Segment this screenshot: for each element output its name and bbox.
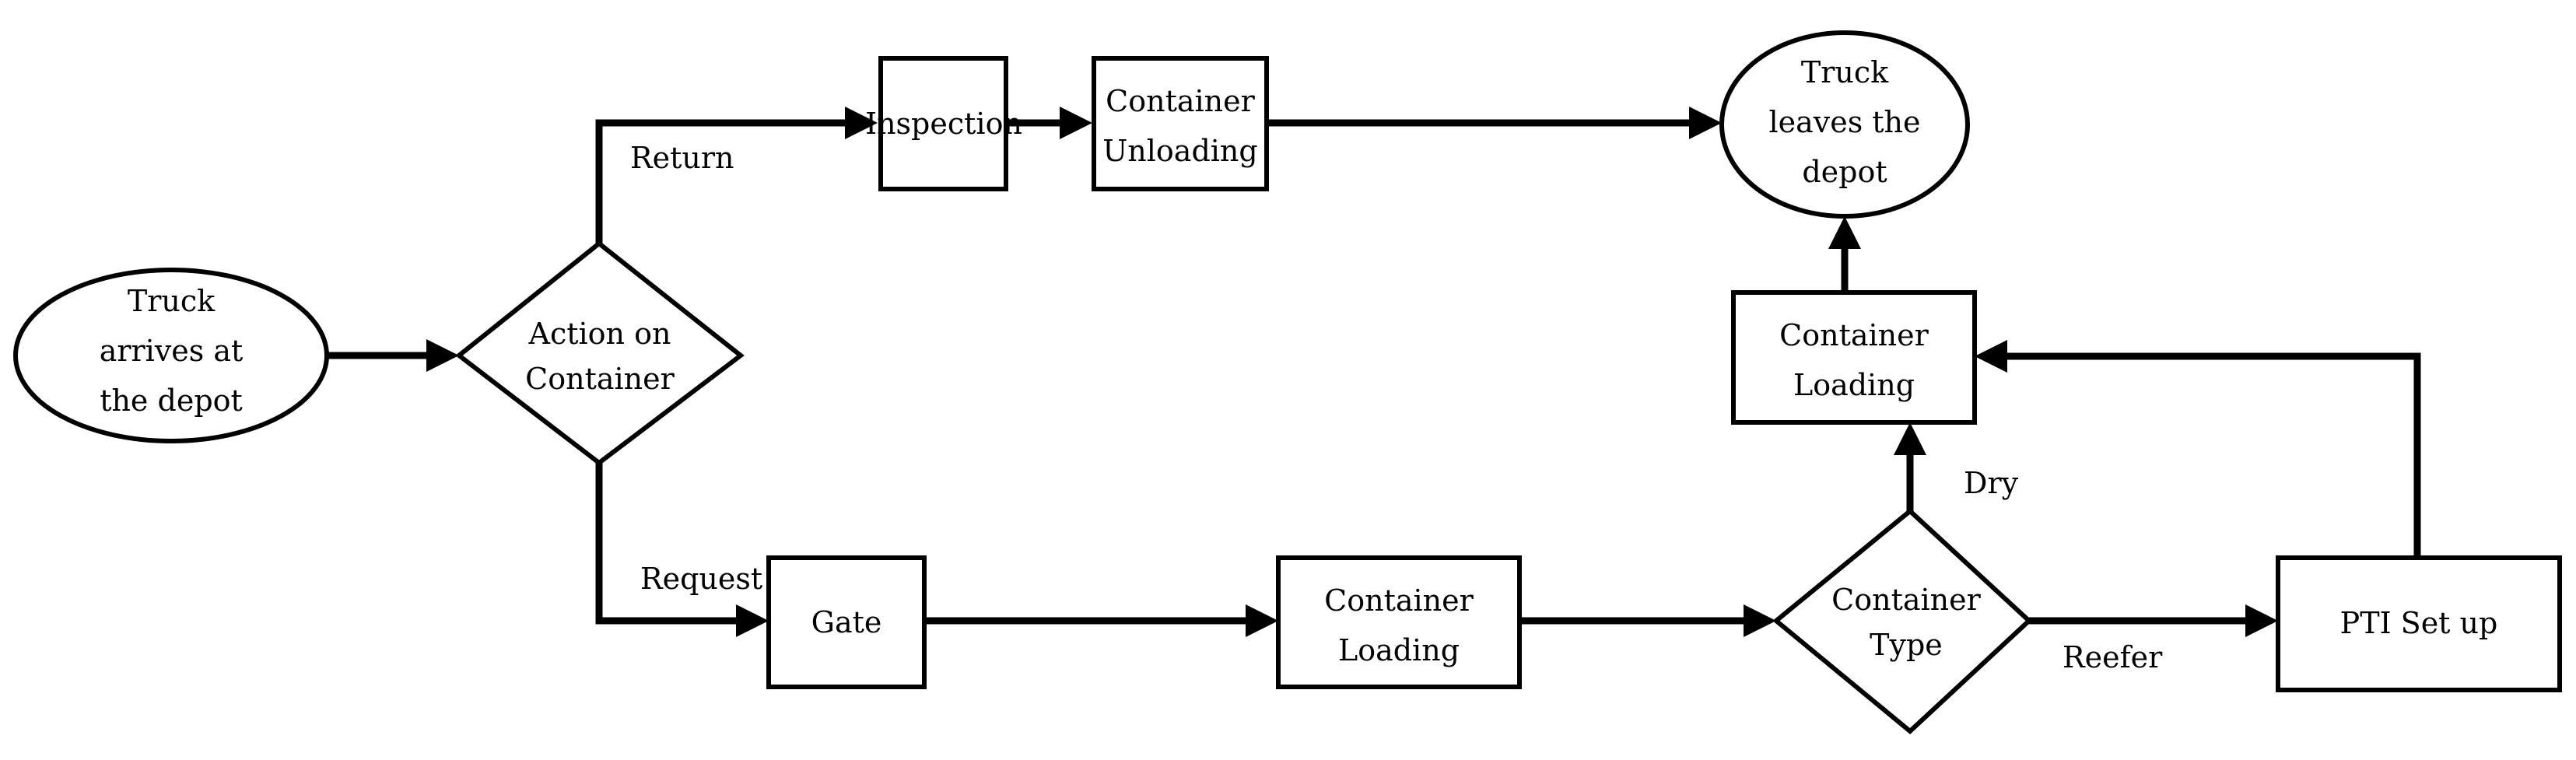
edge-pti-setup-to-container-loading-top: [1975, 340, 2421, 558]
edge-label-reefer: Reefer: [2063, 640, 2163, 674]
inspection-label: Inspection: [865, 107, 1022, 141]
edge-gate-to-container-loading-bottom: [924, 604, 1278, 637]
container-unloading-label-line2: Unloading: [1102, 134, 1257, 168]
edge-label-request: Request: [640, 562, 762, 596]
arrow-head-icon: [1975, 340, 2007, 373]
node-container-loading-bottom[interactable]: Container Loading: [1276, 555, 1522, 689]
pti-setup-rect-shape: [2276, 555, 2562, 692]
edge-container-loading-bottom-to-container-type: [1519, 604, 1776, 637]
end-label-line3: depot: [1802, 155, 1887, 189]
arrow-head-icon: [1744, 604, 1776, 637]
container-loading-bottom-rect-shape: [1276, 555, 1522, 689]
edge-label-dry: Dry: [1964, 466, 2019, 500]
container-type-diamond-shape: [1772, 508, 2033, 734]
arrow-head-icon: [2245, 604, 2278, 637]
start-label-line2: arrives at: [100, 334, 244, 368]
container-type-label-line1: Container: [1831, 583, 1981, 617]
container-loading-bottom-label-line2: Loading: [1338, 633, 1460, 667]
node-end[interactable]: Truck leaves the depot: [1719, 30, 1970, 219]
node-start[interactable]: Truck arrives at the depot: [13, 268, 329, 443]
node-container-type-decision[interactable]: Container Type: [1772, 508, 2033, 734]
arrow-head-icon: [1689, 107, 1722, 139]
arrow-head-icon: [1246, 604, 1278, 637]
container-unloading-label-line1: Container: [1106, 84, 1255, 118]
node-container-loading-top[interactable]: Container Loading: [1731, 290, 1977, 425]
inspection-rect-shape: [878, 56, 1008, 191]
arrow-head-icon: [736, 604, 769, 637]
edge-container-type-reefer-to-pti-setup: [2029, 604, 2278, 637]
action-decision-label-line1: Action on: [528, 317, 671, 351]
edge-action-decision-to-gate: [595, 463, 769, 637]
start-label-line3: the depot: [100, 384, 243, 418]
node-action-on-container-decision[interactable]: Action on Container: [455, 240, 745, 466]
container-loading-top-rect-shape: [1731, 290, 1977, 425]
arrow-head-icon: [426, 339, 459, 372]
arrow-head-icon: [845, 107, 878, 139]
node-gate[interactable]: Gate: [766, 555, 927, 689]
end-ellipse-shape: [1719, 30, 1970, 219]
container-type-label-line2: Type: [1870, 628, 1943, 662]
edge-container-unloading-to-end: [1267, 107, 1722, 139]
node-pti-setup[interactable]: PTI Set up: [2276, 555, 2562, 692]
gate-rect-shape: [766, 555, 927, 689]
pti-setup-label: PTI Set up: [2340, 606, 2498, 640]
edge-label-return: Return: [630, 141, 734, 175]
node-inspection[interactable]: Inspection: [865, 56, 1022, 191]
edge-start-to-action-decision: [327, 339, 459, 372]
edge-inspection-to-container-unloading: [1006, 107, 1092, 139]
start-ellipse-shape: [13, 268, 329, 443]
arrow-head-icon: [1894, 422, 1926, 455]
container-loading-top-label-line1: Container: [1779, 318, 1929, 352]
edge-container-type-dry-to-container-loading-top: [1894, 422, 1926, 511]
action-decision-diamond-shape: [455, 240, 745, 466]
edge-container-loading-top-to-end: [1828, 216, 1861, 292]
gate-label: Gate: [811, 605, 882, 639]
container-unloading-rect-shape: [1092, 56, 1269, 191]
end-label-line2: leaves the: [1768, 105, 1920, 139]
node-container-unloading[interactable]: Container Unloading: [1092, 56, 1269, 191]
container-loading-bottom-label-line1: Container: [1324, 583, 1474, 618]
arrow-head-icon: [1060, 107, 1092, 139]
edge-action-decision-to-inspection: [595, 107, 878, 243]
action-decision-label-line2: Container: [525, 362, 675, 396]
start-label-line1: Truck: [128, 284, 216, 318]
end-label-line1: Truck: [1801, 55, 1889, 89]
arrow-head-icon: [1828, 216, 1861, 249]
container-loading-top-label-line2: Loading: [1793, 368, 1915, 402]
